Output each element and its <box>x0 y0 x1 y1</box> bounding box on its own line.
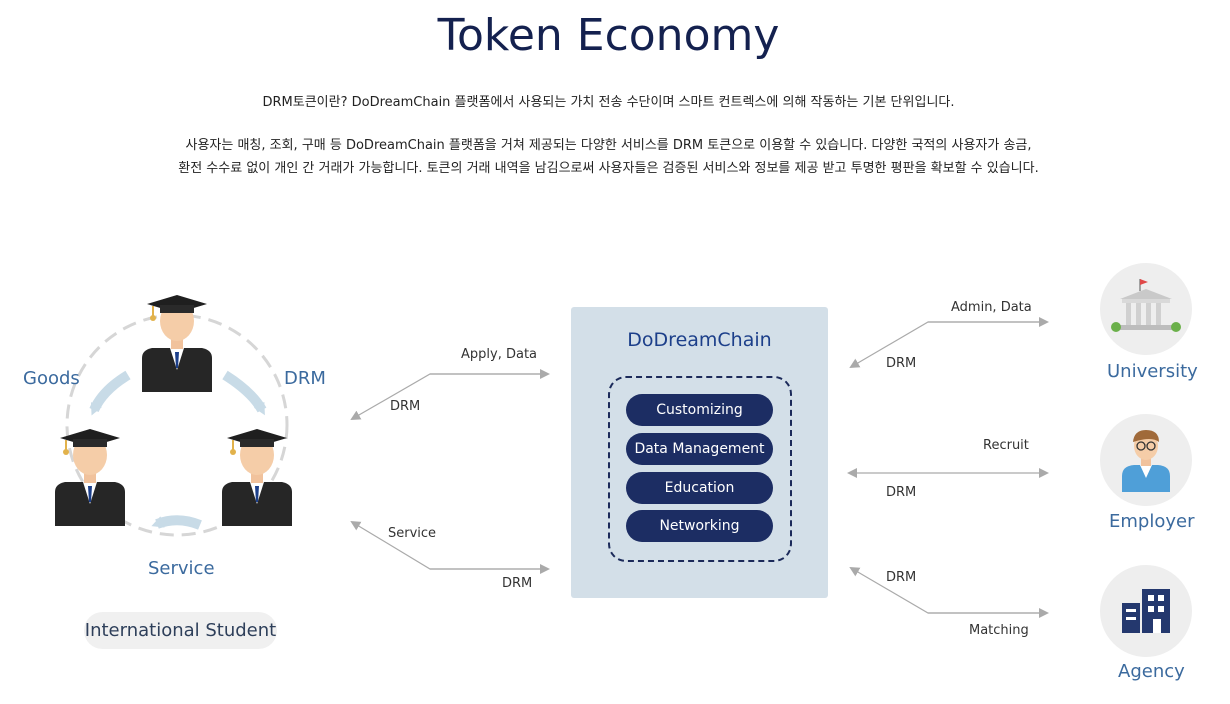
flow-label-drm: DRM <box>390 399 421 414</box>
flow-label-apply-data: Apply, Data <box>461 347 538 362</box>
description-line: 환전 수수료 없이 개인 간 거래가 가능합니다. 토큰의 거래 내역을 남김으… <box>178 161 1039 176</box>
flow-label-drm: DRM <box>886 485 917 500</box>
flow-label-drm: DRM <box>502 576 533 591</box>
platform-modules-group <box>608 376 792 562</box>
graduate-icon <box>142 295 212 392</box>
module-education: Education <box>626 472 773 504</box>
cycle-label-drm: DRM <box>284 368 326 389</box>
flow-label-drm: DRM <box>886 570 917 585</box>
cycle-arrow-icon <box>222 370 267 416</box>
university-building-icon <box>1111 279 1181 332</box>
cycle-arrow-icon <box>89 370 131 416</box>
cycle-label-goods: Goods <box>23 368 80 389</box>
flow-arrow-drm <box>350 373 548 420</box>
flow-label-admin-data: Admin, Data <box>951 300 1032 315</box>
page-title: Token Economy <box>437 10 780 61</box>
flow-label-service: Service <box>388 526 437 541</box>
international-student-tag: International Student <box>84 612 277 649</box>
graduate-icon <box>55 429 125 526</box>
party-label-agency: Agency <box>1118 661 1185 682</box>
flow-arrow-drm <box>849 566 1047 614</box>
module-customizing: Customizing <box>626 394 773 426</box>
party-label-employer: Employer <box>1109 511 1195 532</box>
description-line: 사용자는 매칭, 조회, 구매 등 DoDreamChain 플랫폼을 거쳐 제… <box>185 138 1032 153</box>
description-intro: DRM토큰이란? DoDreamChain 플랫폼에서 사용되는 가치 전송 수… <box>262 95 955 110</box>
party-label-university: University <box>1107 361 1198 382</box>
flow-arrow-drm <box>849 321 1047 369</box>
cycle-label-service: Service <box>148 558 215 579</box>
flow-label-matching: Matching <box>969 623 1029 638</box>
flow-label-recruit: Recruit <box>983 438 1029 453</box>
flow-label-drm: DRM <box>886 356 917 371</box>
graduate-icon <box>222 429 292 526</box>
flow-arrow-service <box>350 520 548 570</box>
description-detail: 사용자는 매칭, 조회, 구매 등 DoDreamChain 플랫폼을 거쳐 제… <box>0 134 1217 180</box>
module-networking: Networking <box>626 510 773 542</box>
platform-title: DoDreamChain <box>627 329 772 351</box>
module-data-management: Data Management <box>626 433 773 465</box>
agency-building-icon <box>1122 589 1170 633</box>
cycle-arrow-icon <box>151 515 202 530</box>
employer-person-icon <box>1122 430 1170 492</box>
